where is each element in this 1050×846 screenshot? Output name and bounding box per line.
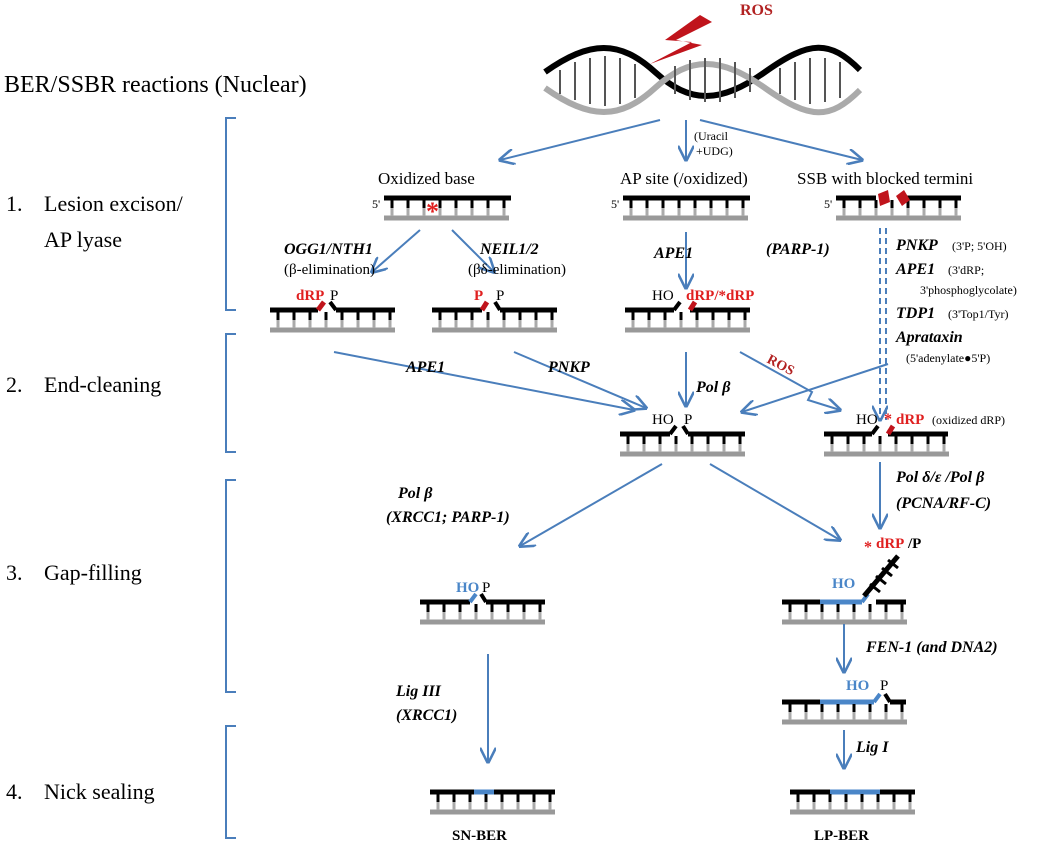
- stage-2-label: End-cleaning: [44, 372, 161, 397]
- svg-text:HO: HO: [832, 576, 855, 592]
- enzyme-polb-end: Pol β: [695, 379, 731, 396]
- enzyme-polb-gap-note: (XRCC1; PARP-1): [386, 509, 510, 526]
- enzyme-ape1-ap: APE1: [653, 245, 693, 262]
- enzyme-tdp1: TDP1: [896, 305, 935, 322]
- svg-text:HO: HO: [856, 412, 878, 428]
- enzyme-lig1: Lig I: [855, 739, 889, 756]
- stage-1-number: 1.: [6, 191, 23, 216]
- arrow-ros-ox: [739, 351, 840, 410]
- enzyme-polb-gap: Pol β: [397, 485, 433, 502]
- svg-text:P: P: [496, 288, 504, 304]
- svg-text:/P: /P: [907, 536, 921, 552]
- stage-brace-1: [225, 117, 236, 311]
- outcome-lp-ber: LP-BER: [814, 828, 869, 844]
- enzyme-neil: NEIL1/2: [479, 241, 539, 258]
- outcome-sn-ber: SN-BER: [452, 828, 507, 844]
- uracil-note-2: +UDG): [696, 144, 733, 158]
- dna-lp-sealed: [790, 789, 915, 812]
- header-ssb: SSB with blocked termini: [797, 169, 973, 188]
- enzyme-ape1-ssb-note2: 3'phosphoglycolate): [920, 283, 1017, 297]
- dna-helix-icon: [543, 44, 863, 116]
- dna-neil-product: P P: [432, 288, 557, 330]
- arrow-helix-to-oxidized: [500, 119, 661, 160]
- enzyme-ape1-ssb-note1: (3'dRP;: [948, 263, 984, 277]
- dna-lp-flap-removed: HO P: [782, 678, 907, 722]
- svg-text:dRP: dRP: [876, 536, 904, 552]
- svg-text:dRP: dRP: [896, 412, 924, 428]
- svg-text:P: P: [880, 678, 888, 694]
- svg-text:P: P: [482, 580, 490, 596]
- arrow-polb-gap: [520, 463, 663, 546]
- enzyme-tdp1-note: (3'Top1/Tyr): [948, 307, 1008, 321]
- header-oxidized-base: Oxidized base: [378, 169, 475, 188]
- svg-text:HO: HO: [846, 678, 869, 694]
- enzyme-pnkp-end: PNKP: [547, 359, 590, 376]
- stage-3-label: Gap-filling: [44, 560, 142, 585]
- enzyme-parp1: (PARP-1): [766, 241, 830, 258]
- svg-text:P: P: [330, 288, 338, 304]
- enzyme-neil-note: (βδ-elimination): [468, 262, 566, 278]
- enzyme-aprataxin-note: (5'adenylate●5'P): [906, 351, 990, 365]
- dna-ap-site: 5': [611, 195, 750, 218]
- arrow-helix-to-ssb: [699, 119, 862, 160]
- stage-brace-3: [225, 479, 236, 693]
- svg-text:HO: HO: [652, 288, 674, 304]
- dna-oxidized-base: 5' *: [372, 195, 511, 226]
- svg-text:(oxidized dRP): (oxidized dRP): [932, 413, 1005, 427]
- arrow-neil: [451, 229, 494, 272]
- dna-end-cleaned: HO P: [620, 412, 745, 454]
- enzyme-pold-note: (PCNA/RF-C): [896, 495, 991, 512]
- svg-text:*: *: [426, 197, 439, 226]
- stage-1-label-2: AP lyase: [44, 227, 122, 252]
- arrow-lp-gap: [709, 463, 840, 540]
- diagram-title: BER/SSBR reactions (Nuclear): [4, 72, 307, 98]
- enzyme-lig3: Lig III: [395, 683, 442, 700]
- svg-text:5': 5': [372, 197, 380, 211]
- dna-sn-gapfilled: HO P: [420, 580, 545, 622]
- svg-text:HO: HO: [652, 412, 674, 428]
- svg-text:dRP/*dRP: dRP/*dRP: [686, 288, 754, 304]
- enzyme-pnkp-note: (3'P; 5'OH): [952, 239, 1007, 253]
- svg-text:*: *: [884, 411, 892, 428]
- dna-ape1-product: HO dRP/*dRP: [625, 288, 754, 330]
- dna-oxidized-drp: HO * dRP (oxidized dRP): [824, 411, 1005, 454]
- svg-text:P: P: [684, 412, 692, 428]
- enzyme-aprataxin: Aprataxin: [895, 329, 963, 346]
- enzyme-pold: Pol δ/ε /Pol β: [895, 469, 985, 486]
- enzyme-pnkp: PNKP: [895, 237, 938, 254]
- arrow-ape1-end: [333, 351, 634, 410]
- arrow-ogg1: [372, 229, 421, 272]
- dna-ssb: 5': [824, 190, 961, 218]
- arrow-ssb-to-product: [742, 363, 889, 412]
- dna-lp-flap: HO * dRP /P: [782, 536, 921, 622]
- enzyme-ogg1: OGG1/NTH1: [284, 241, 373, 258]
- svg-text:5': 5': [611, 197, 619, 211]
- ros-label-top: ROS: [740, 2, 773, 19]
- header-ap-site: AP site (/oxidized): [620, 169, 748, 188]
- stage-brace-4: [225, 725, 236, 839]
- dna-sn-sealed: [430, 789, 555, 812]
- stage-4-label: Nick sealing: [44, 779, 155, 804]
- svg-text:5': 5': [824, 197, 832, 211]
- uracil-note-1: (Uracil: [694, 129, 729, 143]
- stage-4-number: 4.: [6, 779, 23, 804]
- svg-text:*: *: [864, 539, 872, 556]
- enzyme-ogg1-note: (β-elimination): [284, 262, 375, 278]
- stage-2-number: 2.: [6, 372, 23, 397]
- svg-text:dRP: dRP: [296, 288, 324, 304]
- stage-brace-2: [225, 333, 236, 453]
- svg-text:HO: HO: [456, 580, 479, 596]
- dna-ogg1-product: dRP P: [270, 288, 395, 330]
- arrow-pnkp-end: [513, 351, 646, 408]
- enzyme-lig3-note: (XRCC1): [396, 707, 457, 724]
- enzyme-fen1: FEN-1 (and DNA2): [865, 639, 998, 656]
- stage-1-label: Lesion excison/: [44, 191, 184, 216]
- svg-text:P: P: [474, 288, 483, 304]
- stage-3-number: 3.: [6, 560, 23, 585]
- enzyme-ape1-ssb: APE1: [895, 261, 935, 278]
- ros-lightning-icon: [650, 15, 712, 64]
- enzyme-ape1-end: APE1: [405, 359, 445, 376]
